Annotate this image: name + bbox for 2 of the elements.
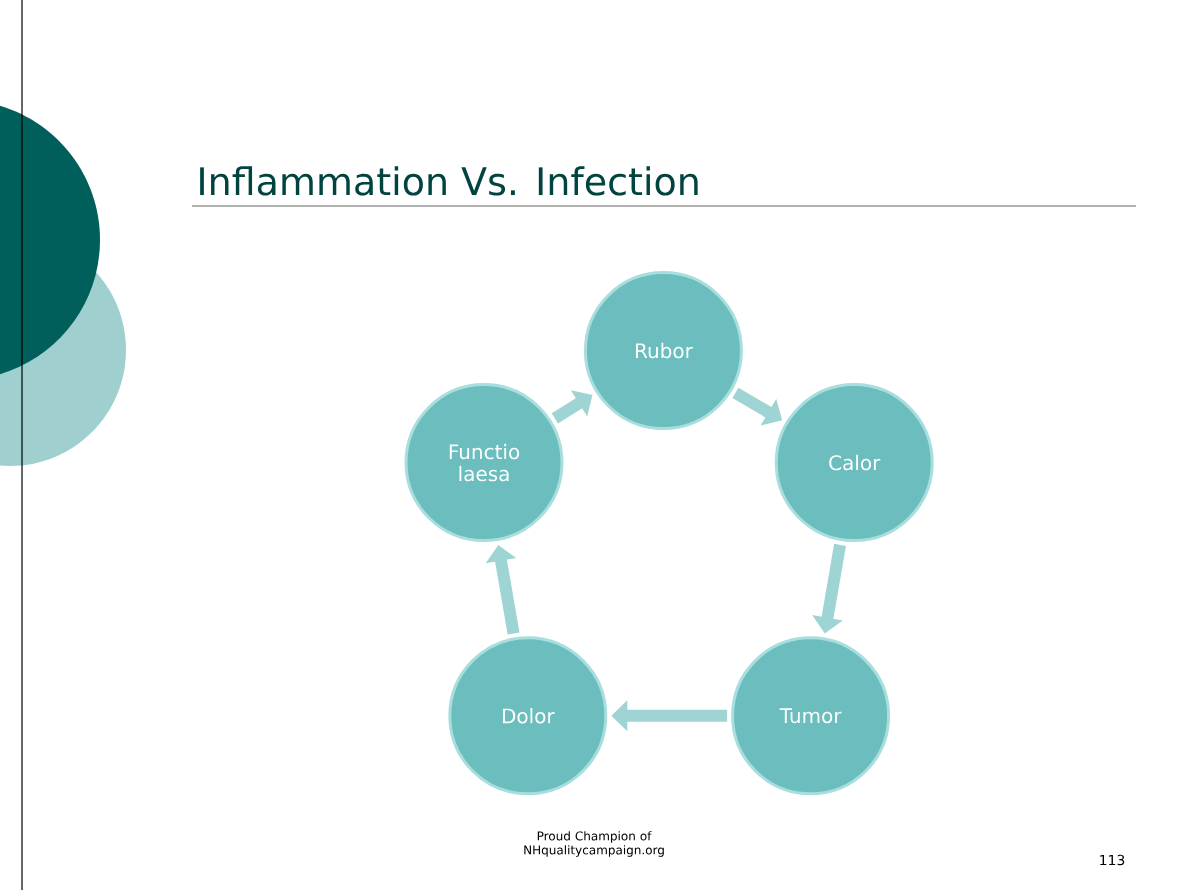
arrow [551,390,593,424]
slide-title: Inflammation Vs. Infection [200,166,698,196]
